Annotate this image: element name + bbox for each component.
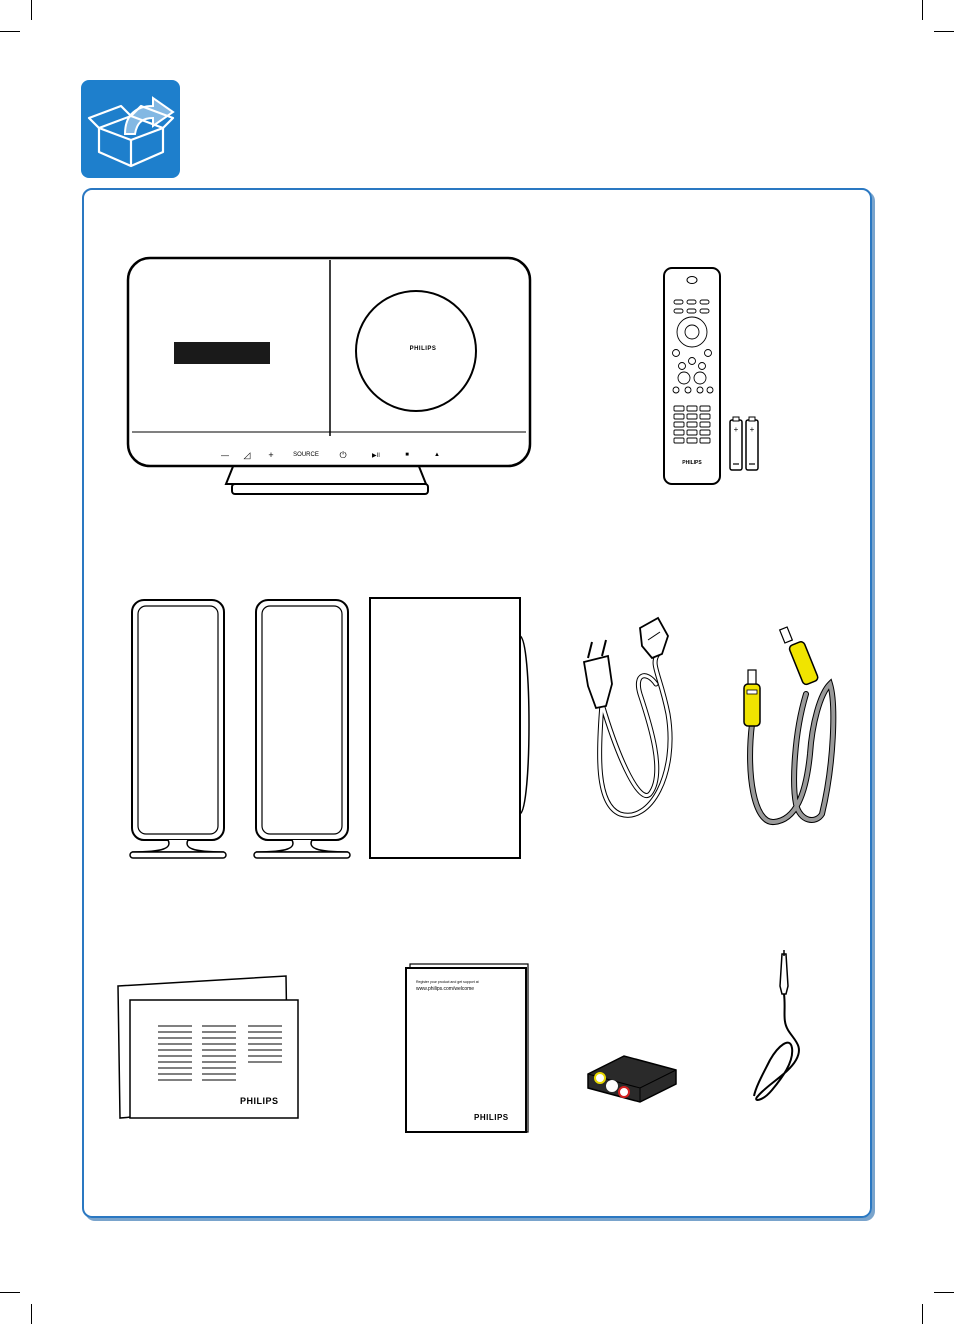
crop-mark (31, 1304, 32, 1324)
control-button-volume-up[interactable]: + (264, 450, 278, 460)
fm-antenna (748, 950, 808, 1106)
remote-control (662, 266, 722, 486)
power-cord (580, 614, 686, 824)
quick-start-brand-logo: PHILIPS (240, 1096, 296, 1106)
crop-mark (31, 0, 32, 20)
crop-mark (934, 31, 954, 32)
control-button-stop[interactable]: ■ (400, 452, 414, 458)
remote-brand-logo: PHILIPS (672, 460, 712, 466)
manual-register-text: Register your product and get support at (416, 980, 526, 984)
batteries: + + (728, 416, 760, 472)
brand-logo: PHILIPS (398, 346, 448, 352)
svg-text:+: + (750, 425, 755, 434)
crop-mark (0, 1292, 20, 1293)
speaker-left (128, 598, 228, 862)
control-button-source[interactable]: SOURCE (288, 452, 324, 458)
crop-mark (934, 1292, 954, 1293)
unpack-box-icon (81, 80, 180, 178)
manual-url: www.philips.com/welcome (416, 986, 526, 992)
crop-mark (922, 1304, 923, 1324)
svg-text:+: + (734, 425, 739, 434)
volume-icon: ◿ (240, 450, 254, 461)
manual-brand-logo: PHILIPS (474, 1113, 524, 1122)
speaker-right (252, 598, 352, 862)
video-cable (730, 624, 840, 830)
main-unit (126, 256, 532, 496)
control-button-play-pause[interactable]: ▶II (366, 452, 386, 459)
subwoofer (368, 596, 534, 860)
crop-mark (922, 0, 923, 20)
control-button-power[interactable]: ⏻ (336, 450, 350, 461)
control-button-volume-down[interactable]: — (218, 451, 232, 460)
crop-mark (0, 31, 20, 32)
control-button-eject[interactable]: ▲ (430, 452, 444, 458)
scart-adapter (584, 1046, 680, 1112)
